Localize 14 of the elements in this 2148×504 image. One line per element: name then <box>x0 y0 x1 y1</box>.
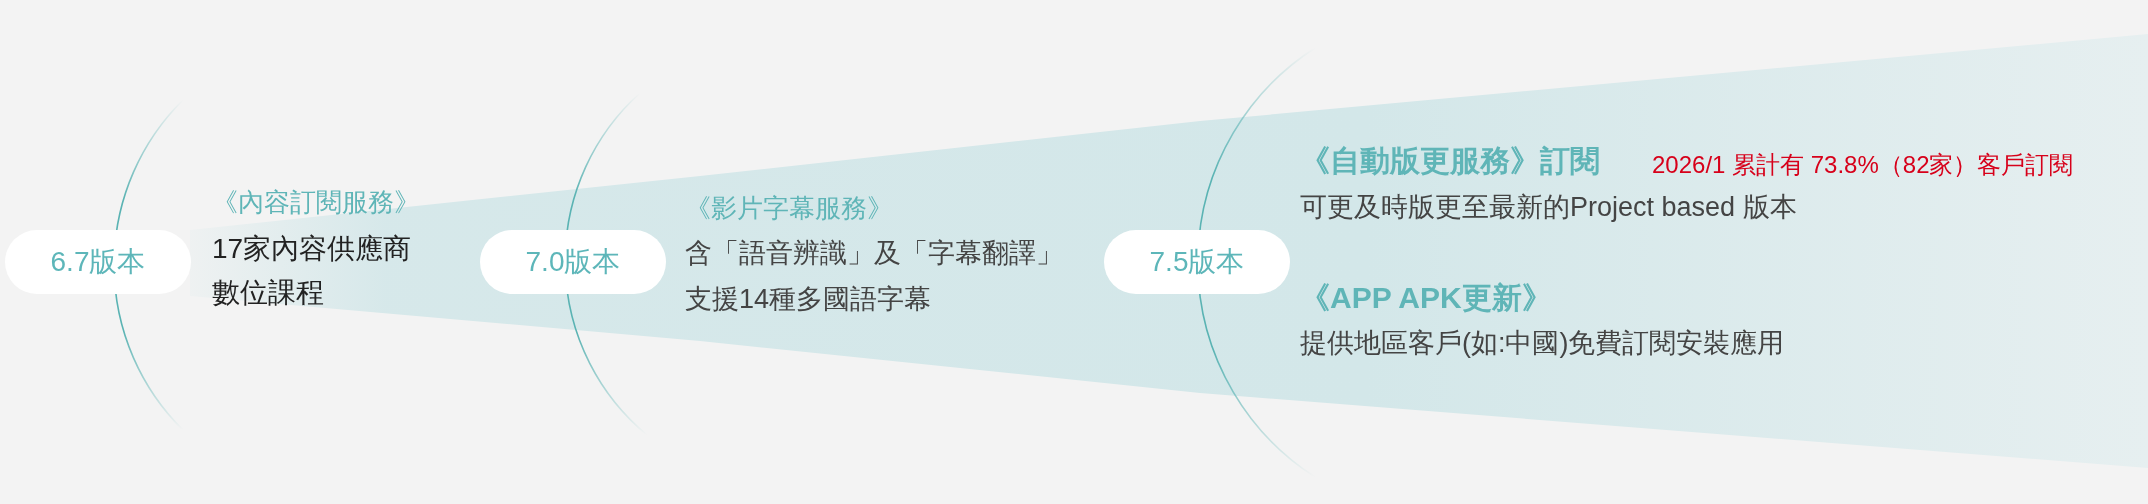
description-text: 支援14種多國語字幕 <box>685 283 932 316</box>
service-heading: 《APP APK更新》 <box>1300 280 1552 316</box>
description-text: 17家內容供應商 <box>212 232 412 266</box>
service-heading: 《內容訂閱服務》 <box>212 186 420 219</box>
service-heading: 《影片字幕服務》 <box>685 192 893 225</box>
version-pill: 7.0版本 <box>480 230 666 294</box>
version-pill: 6.7版本 <box>5 230 191 294</box>
description-text: 含「語音辨識」及「字幕翻譯」 <box>685 237 1063 270</box>
service-heading: 《自動版更服務》訂閱 <box>1300 143 1600 179</box>
version-pill: 7.5版本 <box>1104 230 1290 294</box>
description-text: 提供地區客戶(如:中國)免費訂閱安裝應用 <box>1300 327 1785 360</box>
description-text: 可更及時版更至最新的Project based 版本 <box>1300 191 1797 224</box>
subscription-note: 2026/1 累計有 73.8%（82家）客戶訂閱 <box>1652 150 2074 180</box>
description-text: 數位課程 <box>212 276 324 310</box>
